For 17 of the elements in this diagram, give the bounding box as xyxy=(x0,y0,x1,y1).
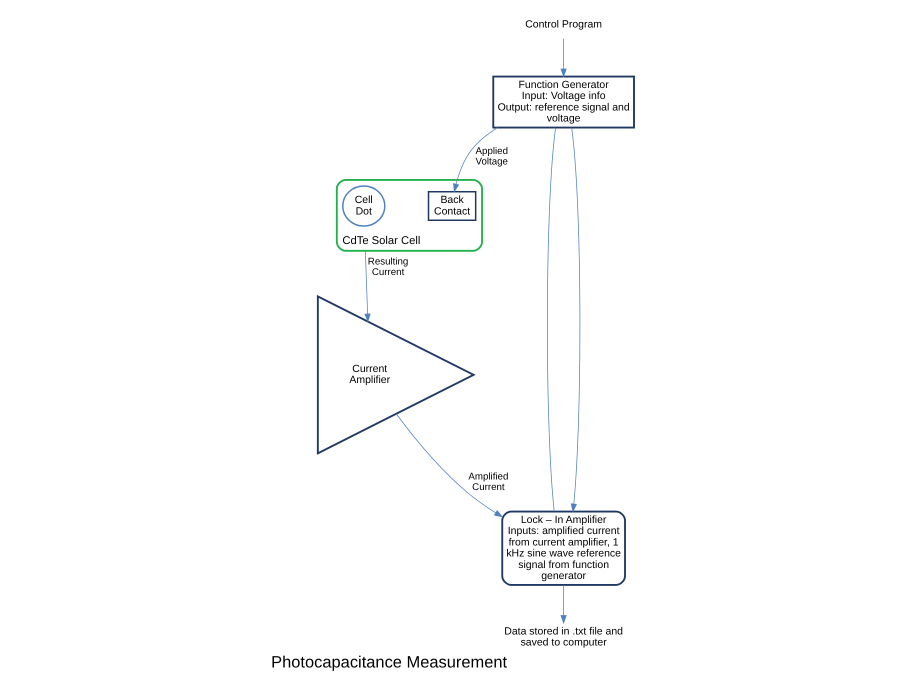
node-box: Function Generator Input: Voltage info Output: reference signal and voltage xyxy=(492,76,634,128)
node-text: Data stored in .txt file and saved to computer xyxy=(504,626,622,649)
arrow xyxy=(560,38,566,78)
edge-label: Resulting Current xyxy=(367,256,408,278)
arrow xyxy=(452,127,498,193)
arrow xyxy=(395,414,503,518)
connector xyxy=(546,127,556,512)
edge-label: Applied Voltage xyxy=(475,146,508,168)
edge-label: Amplified Current xyxy=(468,472,508,494)
node-circle: Cell Dot xyxy=(342,185,386,227)
arrow xyxy=(364,250,370,323)
arrow xyxy=(570,127,580,513)
diagram-title: Photocapacitance Measurement xyxy=(270,654,507,672)
node-text: Control Program xyxy=(524,20,602,31)
node-box: Back Contact xyxy=(427,191,476,221)
node-box: Lock – In Amplifier Inputs: amplified current from current amplifier, 1 kHz sine wave reference signal from function generator xyxy=(500,510,626,586)
arrow xyxy=(560,584,566,624)
